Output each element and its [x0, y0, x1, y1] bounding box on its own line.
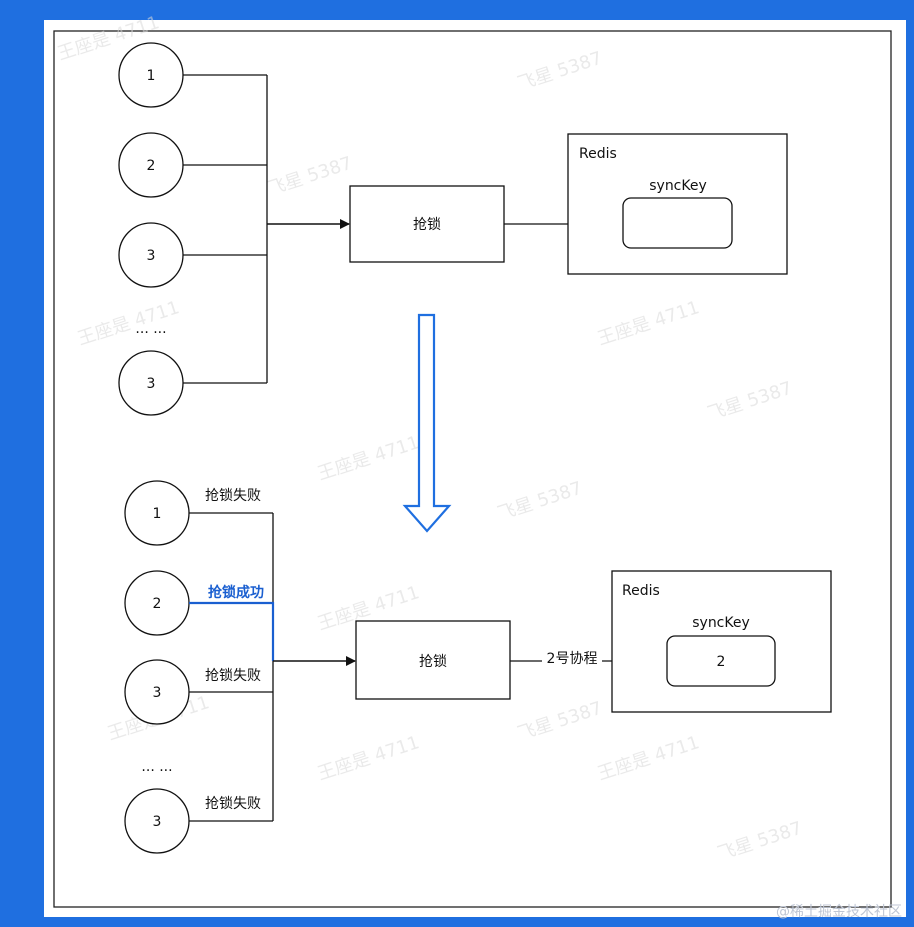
- top-node-1: 1: [118, 42, 184, 108]
- top-node-1-label: 1: [147, 68, 156, 84]
- top-ellipsis: ... ...: [135, 321, 166, 337]
- bottom-node-1: 1: [124, 480, 190, 546]
- top-node-last-label: 3: [147, 376, 156, 392]
- bottom-node-3-label: 3: [153, 685, 162, 701]
- bottom-diagram: 1 2 3 ... ... 3 抢锁失败 抢锁成功 抢锁失败 抢锁失败 抢锁 2: [124, 480, 832, 854]
- bottom-node-3: 3: [124, 659, 190, 725]
- top-lock-box: 抢锁: [349, 185, 505, 263]
- bottom-redis-title: Redis: [622, 583, 660, 599]
- top-redis-box: Redis syncKey: [567, 133, 788, 275]
- bottom-synckey-slot: [666, 635, 776, 687]
- diagram-frame: [53, 30, 892, 908]
- credit-watermark: @稀土掘金技术社区: [776, 904, 902, 920]
- top-node-last: 3: [118, 350, 184, 416]
- top-node-2: 2: [118, 132, 184, 198]
- bottom-redis-box: Redis syncKey 2: [611, 570, 832, 713]
- top-synckey-title: syncKey: [649, 178, 707, 194]
- top-node-3-label: 3: [147, 248, 156, 264]
- edge-label-backdrop: [542, 647, 602, 669]
- bottom-node-last: 3: [124, 788, 190, 854]
- bottom-node-2: 2: [124, 570, 190, 636]
- bottom-synckey-title: syncKey: [692, 615, 750, 631]
- top-connector-lines: [183, 74, 268, 384]
- bottom-connector-lines: [189, 512, 274, 822]
- bottom-ellipsis: ... ...: [141, 759, 172, 775]
- bottom-node-2-label: 2: [153, 596, 162, 612]
- bottom-node-2-status: 抢锁成功: [208, 584, 264, 601]
- bottom-node-1-label: 1: [153, 506, 162, 522]
- bottom-lock-label: 抢锁: [419, 653, 447, 670]
- bottom-lock-box: 抢锁: [355, 620, 511, 700]
- bottom-node-last-status: 抢锁失败: [205, 795, 261, 812]
- bottom-synckey-value: 2: [717, 654, 726, 670]
- top-node-2-label: 2: [147, 158, 156, 174]
- top-synckey-slot: [622, 197, 733, 249]
- top-node-3: 3: [118, 222, 184, 288]
- top-lock-label: 抢锁: [413, 216, 441, 233]
- bottom-success-path: [189, 601, 275, 661]
- bottom-node-3-status: 抢锁失败: [205, 667, 261, 684]
- transition-down-arrow: [402, 313, 452, 533]
- bottom-edge-label: 2号协程: [547, 651, 598, 667]
- top-diagram: 1 2 3 ... ... 3 抢锁 Redis syncKey: [118, 42, 788, 416]
- top-redis-title: Redis: [579, 146, 617, 162]
- bottom-node-1-status: 抢锁失败: [205, 487, 261, 504]
- bottom-node-last-label: 3: [153, 814, 162, 830]
